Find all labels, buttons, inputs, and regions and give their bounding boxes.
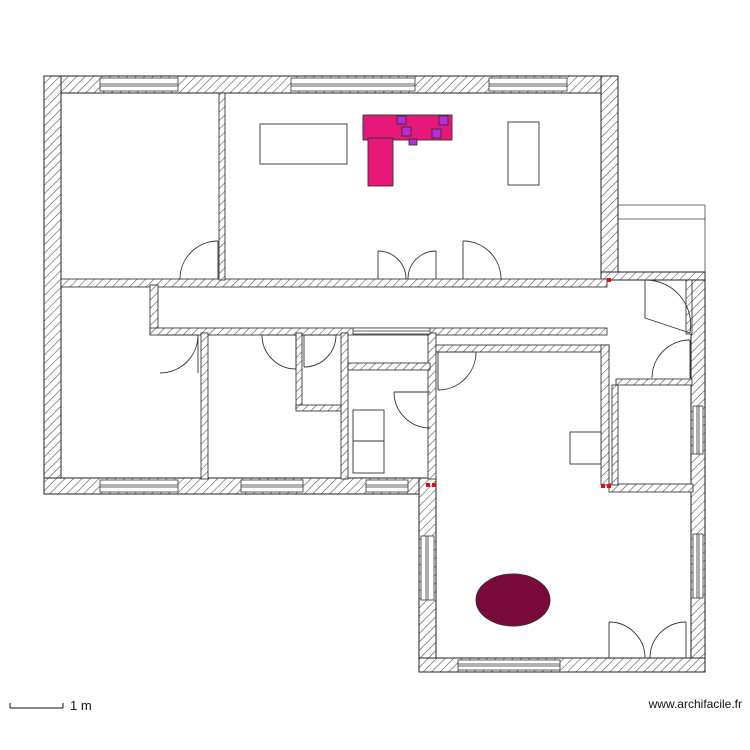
markers <box>426 278 611 488</box>
doors <box>159 240 692 659</box>
table-left <box>259 123 348 165</box>
door-bath <box>393 391 431 429</box>
door-annex <box>651 339 691 379</box>
furniture <box>259 114 602 627</box>
table-right <box>507 121 540 186</box>
window-bottom-1 <box>99 479 179 493</box>
bathroom-cabinet <box>352 409 385 474</box>
door-bedroom-2 <box>159 334 199 374</box>
window-top-left <box>99 77 179 92</box>
door-double-living <box>377 250 437 280</box>
window-top-center <box>290 77 416 92</box>
exterior-step <box>618 204 706 272</box>
window-interior <box>352 327 431 335</box>
scale-bar <box>9 703 64 709</box>
brand-watermark[interactable]: www.archifacile.fr <box>648 697 742 711</box>
door-big-room <box>437 351 477 391</box>
side-table <box>569 431 602 465</box>
windows <box>99 77 704 671</box>
round-rug <box>475 573 551 627</box>
window-right-1 <box>692 405 704 455</box>
door-living-2 <box>462 240 502 280</box>
window-lower-bottom <box>457 659 561 671</box>
door-room-3 <box>261 334 297 370</box>
window-bottom-3 <box>365 479 409 493</box>
door-wc <box>303 334 337 368</box>
window-top-right <box>488 77 568 92</box>
window-bottom-2 <box>240 479 304 493</box>
door-double-lower <box>608 621 687 659</box>
corner-sofa <box>362 114 453 187</box>
scale-label: 1 m <box>70 698 92 713</box>
door-entry-top <box>644 279 692 334</box>
window-right-2 <box>692 533 704 599</box>
door-bedroom-1 <box>179 240 219 280</box>
window-lower-left <box>420 535 435 601</box>
